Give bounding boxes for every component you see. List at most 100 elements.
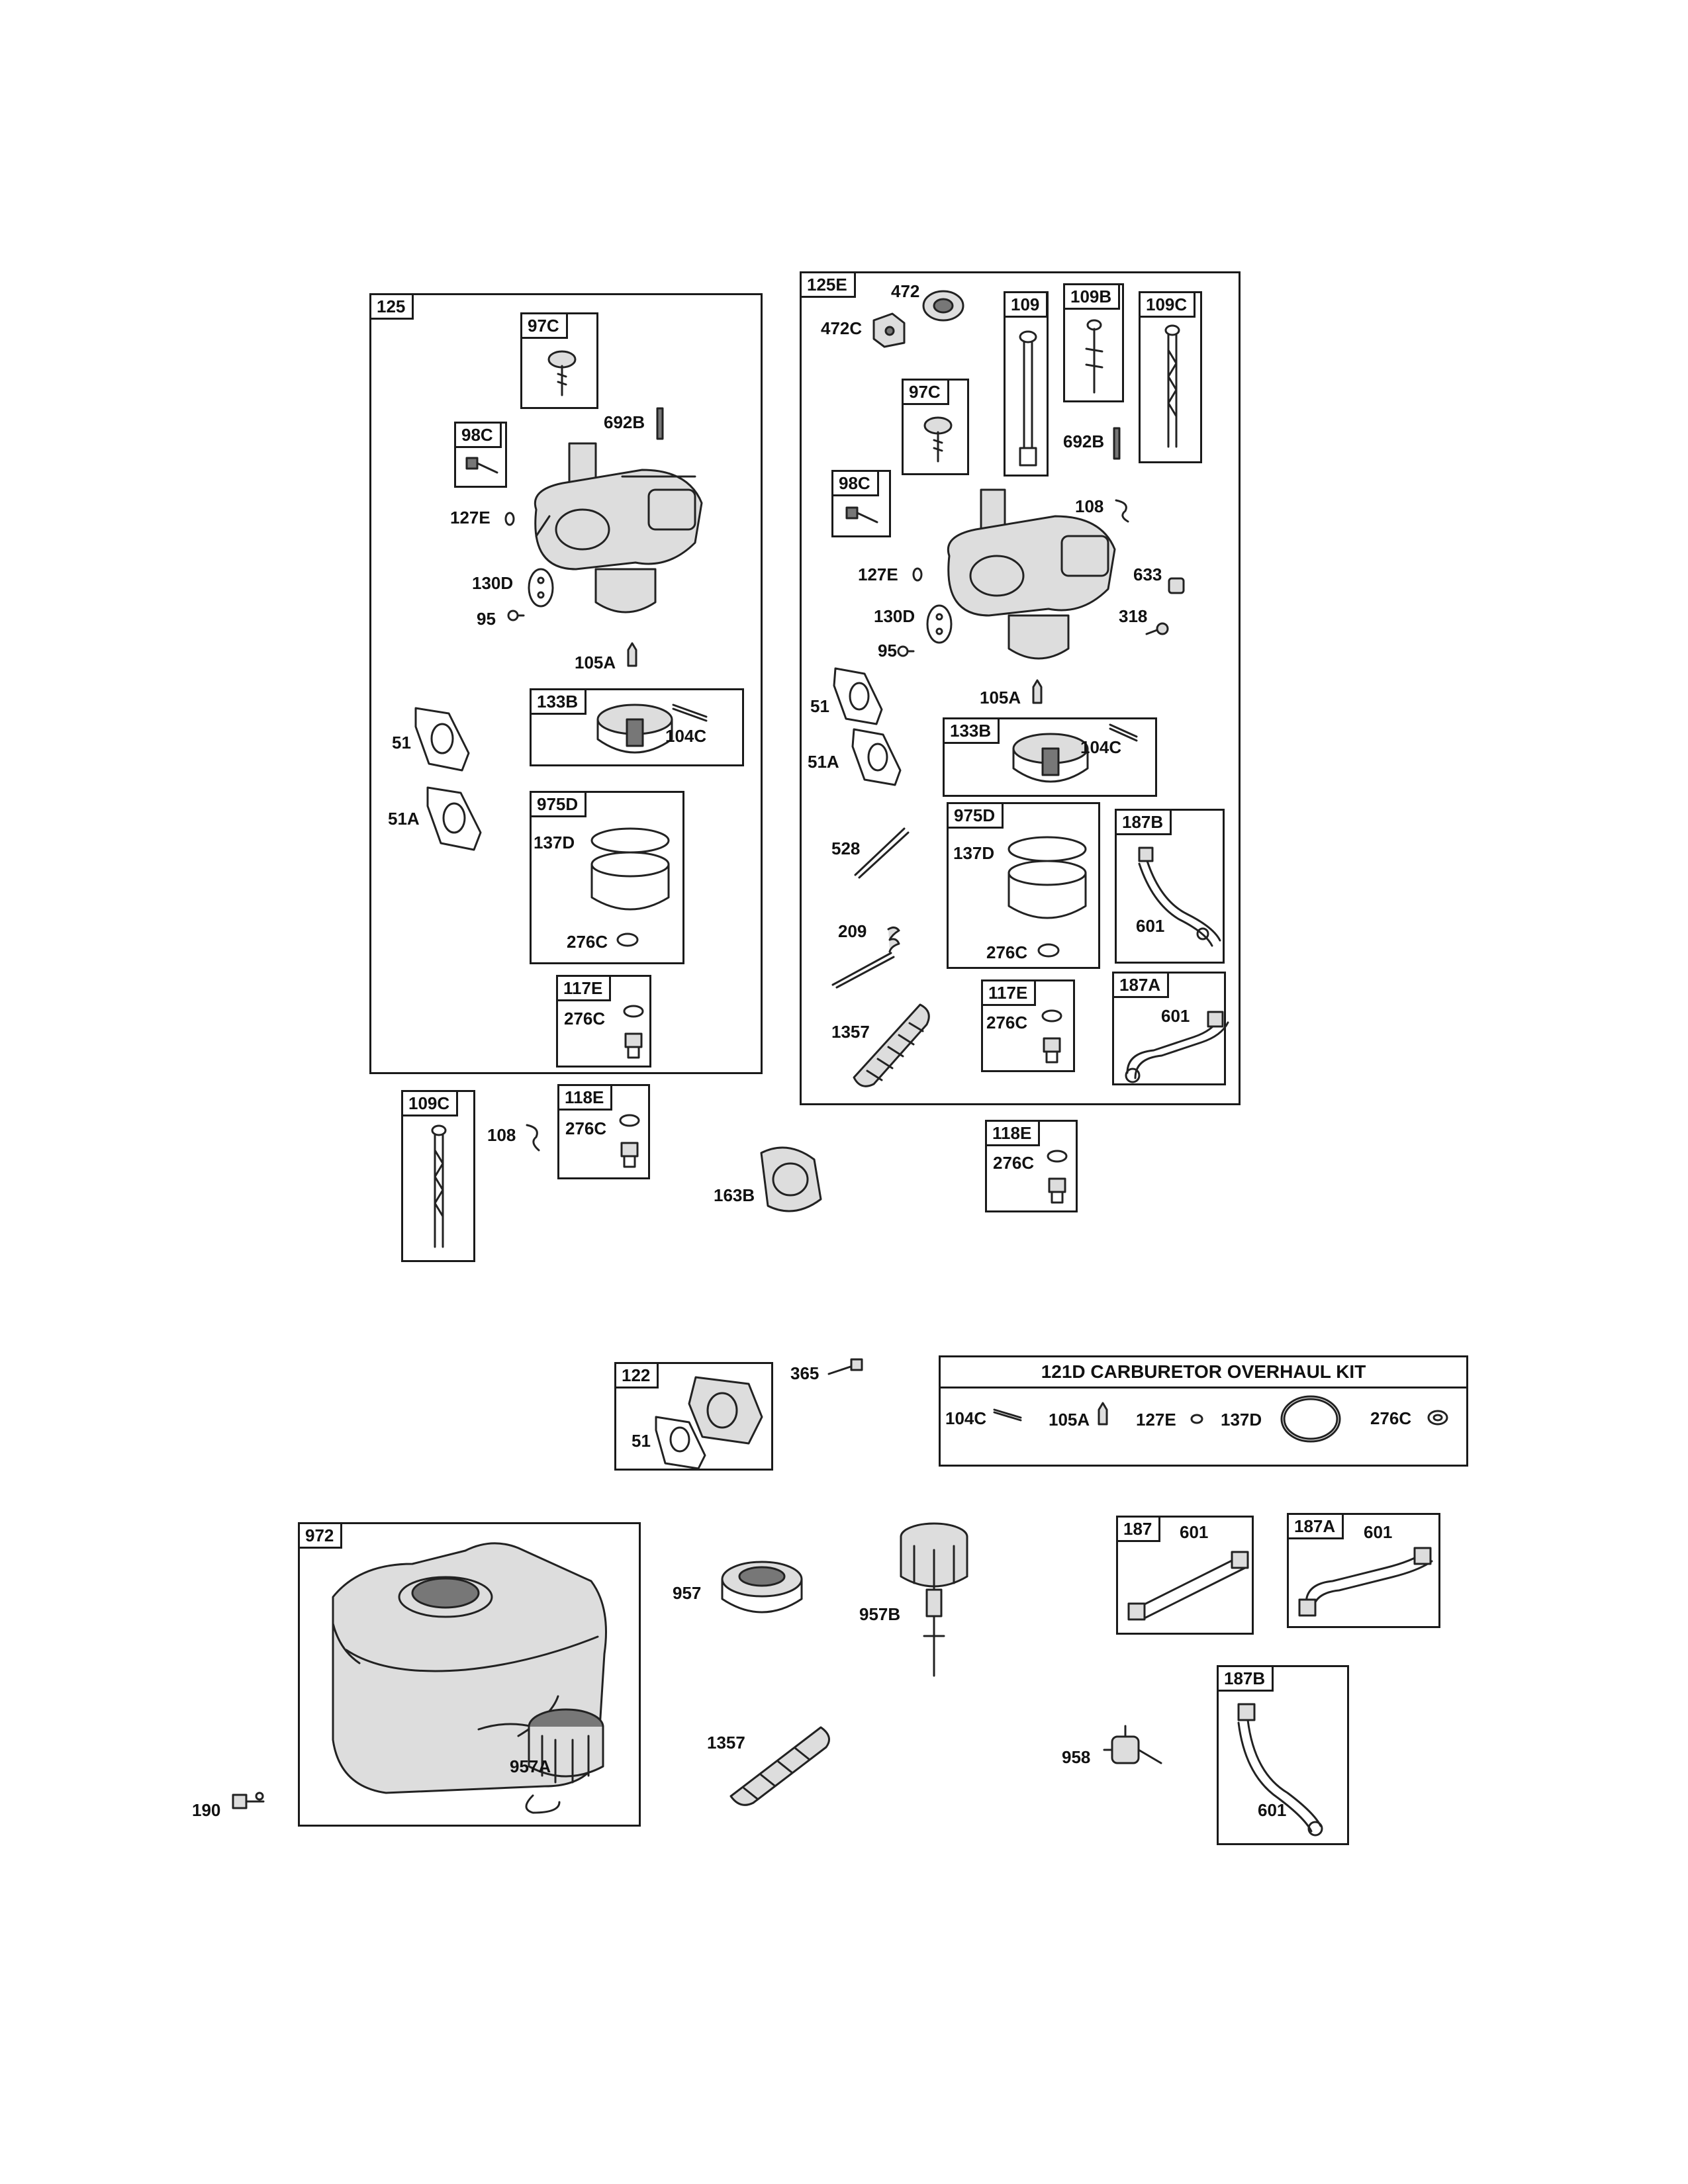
label-957b: 957B — [859, 1604, 901, 1624]
box-972-tag: 972 — [300, 1524, 343, 1549]
label-105a: 105A — [575, 653, 616, 672]
label-51: 51 — [392, 733, 411, 752]
bowl-975d-125e-icon — [1008, 836, 1087, 919]
box-187b-125e-tag: 187B — [1117, 811, 1172, 835]
screw-98c-icon — [465, 457, 498, 474]
box-109b: 109B — [1063, 283, 1124, 402]
screw-190-icon — [232, 1792, 265, 1809]
box-187b-125e: 187B — [1115, 809, 1225, 964]
panel-125e-tag: 125E — [802, 273, 856, 298]
label-137d-125e: 137D — [953, 843, 995, 863]
line-528-icon — [854, 827, 910, 879]
kit-pin-104c-icon — [993, 1408, 1022, 1422]
box-109c-tag: 109C — [403, 1092, 459, 1116]
box-187-tag: 187 — [1118, 1518, 1161, 1542]
kit-needle-105a-icon — [1098, 1402, 1108, 1426]
box-109b-tag: 109B — [1065, 285, 1121, 310]
label-51a-125e: 51A — [808, 752, 839, 772]
panel-125e: 125E — [800, 271, 1241, 1105]
box-975d: 975D — [530, 791, 684, 964]
label-692b-125e: 692B — [1063, 432, 1105, 451]
box-98c-125e: 98C — [831, 470, 891, 537]
box-109c: 109C — [401, 1090, 475, 1262]
screw-97c-125e-icon — [923, 416, 953, 463]
label-276c-a-125e: 276C — [986, 942, 1028, 962]
cap-957-icon — [721, 1561, 803, 1614]
label-51-125e: 51 — [810, 696, 829, 716]
box-975d-125e-tag: 975D — [949, 804, 1004, 829]
clip-108-125e-icon — [1115, 499, 1129, 523]
needle-105a-125e-icon — [1032, 679, 1043, 704]
pin-692b-icon — [656, 407, 664, 440]
label-1357-fuel: 1357 — [707, 1733, 745, 1752]
label-190: 190 — [192, 1800, 221, 1820]
filter-1357-125e-icon — [853, 1003, 930, 1087]
gasket-130d-icon — [528, 568, 554, 608]
float-133b-125e-icon — [1012, 733, 1089, 783]
label-318: 318 — [1119, 606, 1148, 626]
box-98c-tag: 98C — [456, 424, 502, 448]
label-209: 209 — [838, 921, 867, 941]
plug-633-icon — [1168, 577, 1185, 594]
box-109c-125e-tag: 109C — [1141, 293, 1196, 318]
label-276c-a: 276C — [567, 932, 608, 952]
box-187: 187 — [1116, 1516, 1254, 1635]
label-51a: 51A — [388, 809, 420, 829]
bolt-365-icon — [827, 1358, 863, 1375]
kit-item-104c: 104C — [945, 1408, 987, 1428]
label-105a-125e: 105A — [980, 688, 1021, 707]
label-958: 958 — [1062, 1747, 1091, 1767]
label-472: 472 — [891, 281, 920, 301]
hose-187-icon — [1127, 1551, 1249, 1621]
jet-117e-icon — [623, 1005, 644, 1059]
adapter-122-icon — [655, 1376, 763, 1470]
carburetor-125e-icon — [947, 488, 1116, 660]
box-118e-left: 118E — [557, 1084, 650, 1179]
label-130d-125e: 130D — [874, 606, 915, 626]
kit-item-276c: 276C — [1370, 1408, 1412, 1428]
screw-95-125e-icon — [897, 645, 915, 657]
box-975d-tag: 975D — [532, 793, 587, 817]
carburetor-125-icon — [534, 442, 703, 614]
box-117e-tag: 117E — [558, 977, 612, 1001]
label-108: 108 — [487, 1125, 516, 1145]
box-187a-125e-tag: 187A — [1114, 974, 1170, 998]
oring-127e-125e-icon — [912, 567, 923, 582]
label-137d: 137D — [534, 833, 575, 852]
box-972: 972 — [298, 1522, 641, 1827]
clip-472c-icon — [872, 312, 906, 348]
box-109-tag: 109 — [1006, 293, 1049, 318]
oring-127e-icon — [504, 512, 515, 526]
gasket-51-125e-icon — [833, 667, 883, 725]
cap-957b-icon — [900, 1522, 968, 1677]
needle-105a-icon — [627, 642, 637, 667]
label-95: 95 — [477, 609, 496, 629]
box-187a-tag: 187A — [1289, 1515, 1344, 1539]
screw-318-icon — [1145, 622, 1169, 635]
label-528: 528 — [831, 839, 861, 858]
box-117e-125e: 117E — [981, 979, 1075, 1072]
screw-97c-icon — [547, 350, 577, 396]
box-98c: 98C — [454, 422, 507, 488]
box-133b: 133B — [530, 688, 744, 766]
jet-118e-right-icon — [1047, 1150, 1068, 1204]
box-122: 122 — [614, 1362, 773, 1471]
box-117e-125e-tag: 117E — [983, 981, 1037, 1006]
gasket-51-icon — [414, 707, 470, 772]
box-187a-125e: 187A — [1112, 972, 1229, 1085]
label-1357-125e: 1357 — [831, 1022, 870, 1042]
box-97c-125e-tag: 97C — [904, 381, 949, 405]
gasket-163b-icon — [760, 1146, 822, 1212]
box-109: 109 — [1004, 291, 1049, 477]
kit-washer-276c-icon — [1427, 1410, 1448, 1426]
label-957: 957 — [673, 1583, 702, 1603]
jet-118e-left-icon — [619, 1114, 640, 1168]
label-472c: 472C — [821, 318, 863, 338]
label-130d: 130D — [472, 573, 514, 593]
rod-109-icon — [1019, 330, 1037, 467]
label-601-187b: 601 — [1258, 1800, 1287, 1820]
line-187a-125e-icon — [1125, 1011, 1229, 1083]
kit-121d: 121D CARBURETOR OVERHAUL KIT — [939, 1355, 1468, 1467]
screw-95-icon — [507, 610, 525, 621]
